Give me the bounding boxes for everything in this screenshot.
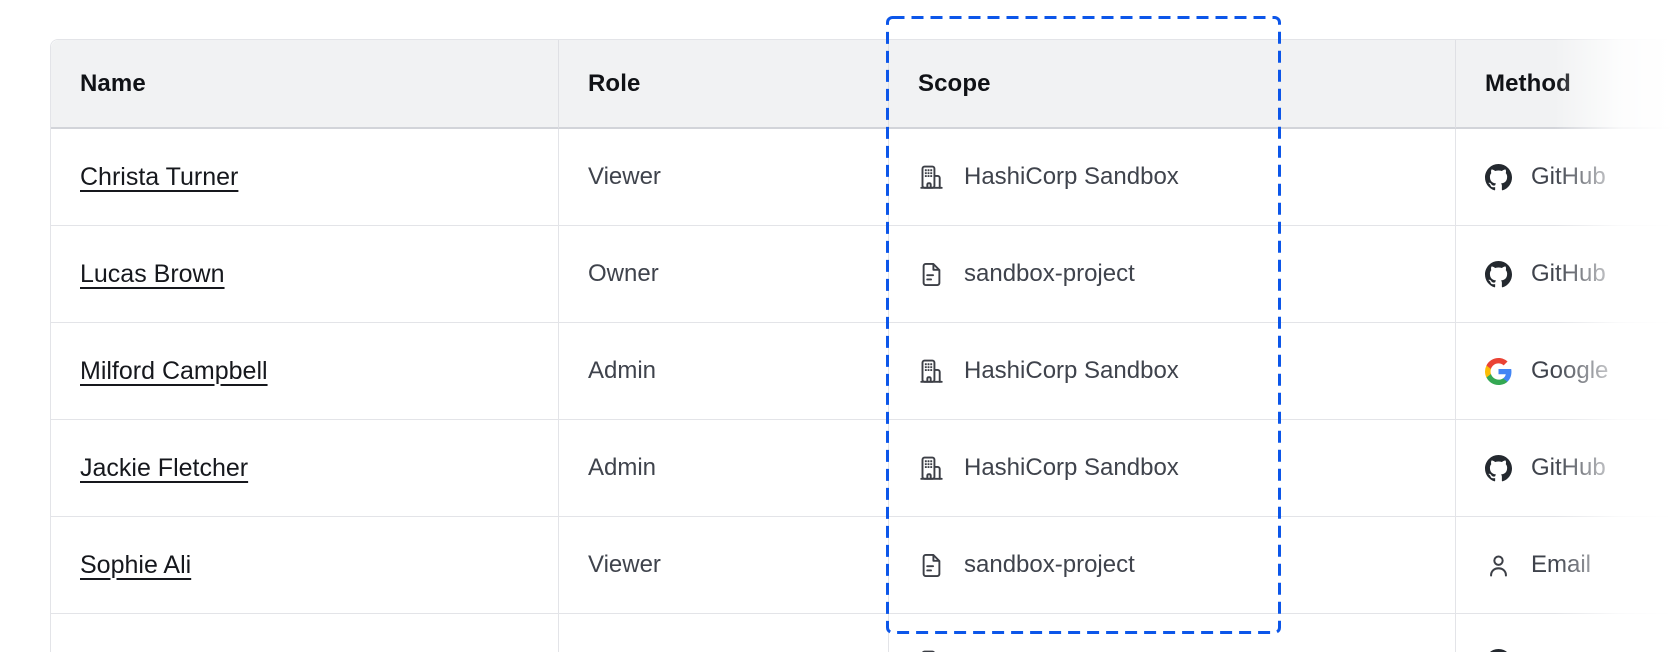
file-text-icon — [918, 261, 945, 288]
table-cell-name: Sophie Ali — [51, 517, 559, 614]
github-icon — [1485, 648, 1512, 652]
table-cell-name: Christa Turner — [51, 129, 559, 226]
table-cell-role: Owner — [559, 226, 889, 323]
table-cell-method — [1456, 614, 1672, 652]
method-value: Email — [1531, 551, 1592, 578]
table-cell-name — [51, 614, 559, 652]
org-building-icon — [918, 455, 945, 482]
github-icon — [1485, 454, 1512, 482]
user-name-link[interactable]: Lucas Brown — [80, 259, 225, 288]
table-cell-method: GitHub — [1456, 420, 1672, 517]
scope-value: HashiCorp Sandbox — [964, 163, 1179, 190]
role-value: Viewer — [588, 163, 661, 190]
google-icon — [1485, 357, 1512, 385]
user-name-link[interactable]: Sophie Ali — [80, 550, 192, 579]
table-cell-name: Jackie Fletcher — [51, 420, 559, 517]
file-text-icon — [918, 552, 945, 579]
github-icon — [1485, 163, 1512, 191]
person-icon — [1485, 552, 1512, 579]
table-cell-name: Milford Campbell — [51, 323, 559, 420]
role-value: Admin — [588, 357, 657, 384]
user-name-link[interactable]: Christa Turner — [80, 162, 239, 191]
column-header-role: Role — [559, 40, 889, 129]
org-building-icon — [918, 358, 945, 385]
method-value: GitHub — [1531, 260, 1606, 287]
table-cell-scope: sandbox-project — [889, 517, 1456, 614]
scope-value: HashiCorp Sandbox — [964, 454, 1179, 481]
column-header-scope: Scope — [889, 40, 1456, 129]
table-cell-scope: HashiCorp Sandbox — [889, 420, 1456, 517]
table-cell-scope: HashiCorp Sandbox — [889, 323, 1456, 420]
user-name-link[interactable]: Milford Campbell — [80, 356, 268, 385]
table-cell-scope: HashiCorp Sandbox — [889, 129, 1456, 226]
table-cell-role: Viewer — [559, 129, 889, 226]
method-value: GitHub — [1531, 163, 1606, 190]
method-value: GitHub — [1531, 454, 1606, 481]
column-header-method: Method — [1456, 40, 1672, 129]
scope-value: HashiCorp Sandbox — [964, 357, 1179, 384]
scope-value: sandbox-project — [964, 551, 1135, 578]
table-cell-role: Admin — [559, 323, 889, 420]
org-building-icon — [918, 164, 945, 191]
column-header-name: Name — [51, 40, 559, 129]
table-cell-method: Google — [1456, 323, 1672, 420]
table-cell-role: Viewer — [559, 517, 889, 614]
table-cell-method: GitHub — [1456, 226, 1672, 323]
table-cell-name: Lucas Brown — [51, 226, 559, 323]
role-value: Viewer — [588, 551, 661, 578]
github-icon — [1485, 260, 1512, 288]
user-name-link[interactable]: Jackie Fletcher — [80, 453, 249, 482]
table-cell-scope: sandbox-project — [889, 226, 1456, 323]
table-cell-scope — [889, 614, 1456, 652]
role-value: Admin — [588, 454, 657, 481]
role-value: Owner — [588, 260, 659, 287]
scope-value: sandbox-project — [964, 260, 1135, 287]
table-cell-role: Admin — [559, 420, 889, 517]
table-cell-method: GitHub — [1456, 129, 1672, 226]
table-cell-method: Email — [1456, 517, 1672, 614]
table-cell-role — [559, 614, 889, 652]
org-building-icon — [918, 649, 945, 652]
method-value: Google — [1531, 357, 1609, 384]
